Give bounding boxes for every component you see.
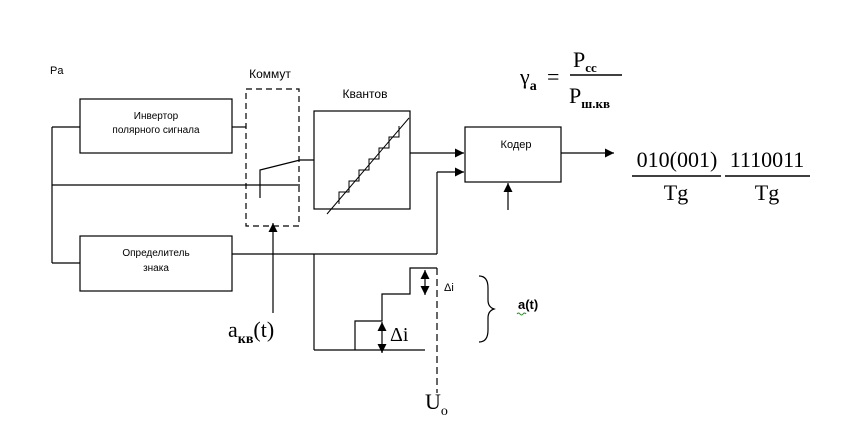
inverter-label-1: Инвертор (134, 111, 179, 122)
svg-text:γa: γa (519, 64, 537, 94)
spell-squiggle (516, 312, 527, 316)
switch-block (245, 88, 300, 227)
svg-text:Tg: Tg (755, 180, 779, 205)
output-code-2: 1110011 Tg (725, 147, 810, 205)
sign-path (232, 172, 438, 351)
a-t-label: a(t) (518, 297, 538, 312)
inverter-block (79, 98, 233, 154)
akv-label: aкв(t) (228, 317, 274, 347)
quantizer-label: Квантов (343, 87, 388, 101)
sign-detector-block (79, 235, 233, 292)
svg-text:Pcc: Pcc (573, 47, 597, 75)
brace (478, 275, 496, 343)
svg-text:010(001): 010(001) (637, 147, 718, 172)
svg-text:1110011: 1110011 (730, 147, 805, 172)
coder-block (464, 126, 562, 183)
input-label: Pa (50, 65, 64, 77)
svg-text:=: = (547, 64, 559, 89)
snr-formula: γa = Pcc Pш.кв (519, 47, 622, 111)
quantizer-block (313, 110, 411, 210)
sign-detector-label-1: Определитель (122, 248, 189, 259)
svg-text:Pш.кв: Pш.кв (569, 83, 610, 111)
switch-contacts (259, 159, 314, 198)
coder-label: Кодер (501, 139, 532, 151)
uo-label: Uo (425, 389, 448, 419)
inverter-label-2: полярного сигнала (112, 125, 200, 136)
svg-text:Tg: Tg (664, 180, 688, 205)
delta-small-label: Δi (444, 282, 454, 294)
delta-big-label: Δi (390, 324, 409, 346)
sign-detector-label-2: знака (143, 263, 169, 274)
staircase-signal (354, 267, 437, 350)
input-bus (51, 126, 300, 264)
quantizer-characteristic (326, 117, 410, 215)
switch-label: Коммут (249, 67, 291, 81)
output-code-1: 010(001) Tg (632, 147, 721, 205)
